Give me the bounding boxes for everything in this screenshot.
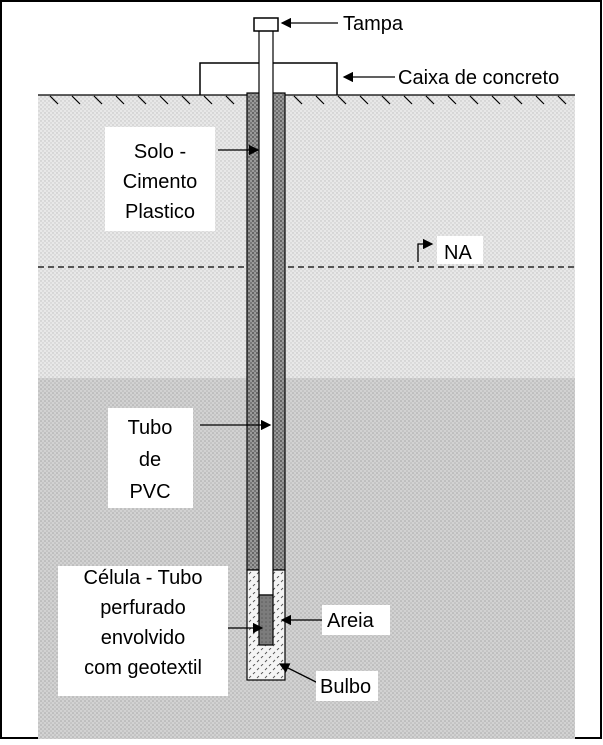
solo-label-bg <box>105 127 215 231</box>
na-arrow <box>417 238 434 262</box>
celula-label-bg <box>58 566 228 696</box>
pvc-tube <box>258 29 274 596</box>
tubo-label-line1: Tubo <box>128 417 173 439</box>
celula-label-line3: envolvido <box>101 627 186 649</box>
celula-label-line2: perfurado <box>100 597 186 619</box>
tubo-label-line2: de <box>139 449 161 471</box>
tube-cap <box>253 17 279 32</box>
ground-surface-hatch <box>38 94 575 105</box>
bulbo-label: Bulbo <box>320 676 371 698</box>
bulbo-arrow <box>278 663 319 684</box>
areia-label: Areia <box>327 610 375 632</box>
tubo-label-bg <box>108 408 193 508</box>
solo-label-line1: Solo - <box>134 141 186 163</box>
celula-label-line1: Célula - Tubo <box>84 567 203 589</box>
solo-label-line2: Cimento <box>123 171 197 193</box>
celula-label-line4: com geotextil <box>84 657 202 679</box>
na-label: NA <box>444 242 472 264</box>
caixa-label: Caixa de concreto <box>398 67 559 89</box>
bulbo-label-bg <box>316 671 378 701</box>
solo-label-line3: Plastico <box>125 201 195 223</box>
na-label-bg <box>437 236 483 264</box>
areia-label-bg <box>322 605 390 635</box>
tubo-label-line3: PVC <box>129 481 170 503</box>
perforated-cell <box>258 594 274 646</box>
tampa-label: Tampa <box>343 13 404 35</box>
